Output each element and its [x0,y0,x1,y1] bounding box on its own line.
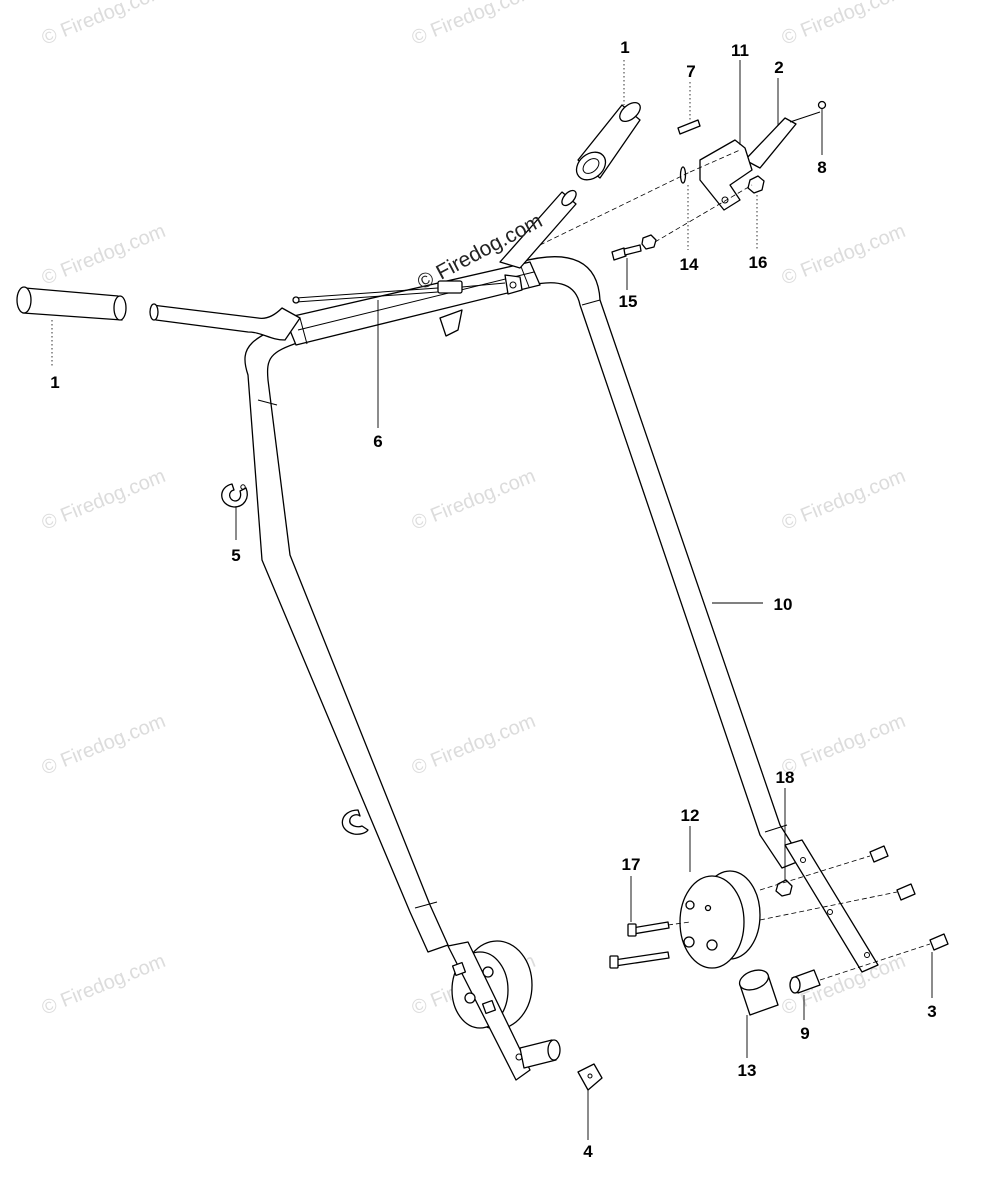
watermark: © Firedog.com [39,0,169,50]
callout-2: 2 [774,58,783,77]
callout-17: 17 [622,855,641,874]
clamp-part [577,1063,603,1091]
callout-13: 13 [738,1061,757,1080]
watermark: © Firedog.com [779,710,909,780]
cable [292,274,523,304]
callout-14: 14 [680,255,699,274]
watermark: © Firedog.com [779,0,909,50]
watermark: © Firedog.com [39,465,169,535]
watermark: © Firedog.com [779,465,909,535]
watermark: © Firedog.com [409,0,539,50]
callout-3: 3 [927,1002,936,1021]
lever-assembly [539,100,827,261]
callout-7: 7 [686,62,695,81]
callout-18: 18 [776,768,795,787]
callout-1-left: 1 [50,373,59,392]
clip-upper [221,483,248,508]
callout-6: 6 [373,432,382,451]
handle-frame [244,256,803,953]
left-handlebar-tube [151,304,301,341]
clip-lower [341,809,369,835]
callout-5: 5 [231,546,240,565]
watermark: © Firedog.com [39,220,169,290]
watermark: © Firedog.com [39,710,169,780]
right-handlebar-tube [499,191,577,269]
left-wheel-assembly [447,940,561,1081]
right-wheel-assembly [609,839,949,1016]
callout-12: 12 [681,806,700,825]
callout-labels: 1 1 2 3 4 5 6 7 8 9 10 11 12 13 14 15 16… [50,38,936,1161]
callout-15: 15 [619,292,638,311]
watermark: © Firedog.com [409,465,539,535]
watermark: © Firedog.com [409,710,539,780]
grip-right [575,101,641,181]
callout-11: 11 [731,41,749,60]
callout-9: 9 [800,1024,809,1043]
watermark-grid: © Firedog.com © Firedog.com © Firedog.co… [39,0,909,1020]
callout-4: 4 [583,1142,593,1161]
watermark: © Firedog.com [779,220,909,290]
callout-1-right: 1 [620,38,629,57]
callout-8: 8 [817,158,826,177]
watermark: © Firedog.com [39,950,169,1020]
grip-left [16,286,127,321]
callout-16: 16 [749,253,768,272]
callout-10: 10 [774,595,793,614]
